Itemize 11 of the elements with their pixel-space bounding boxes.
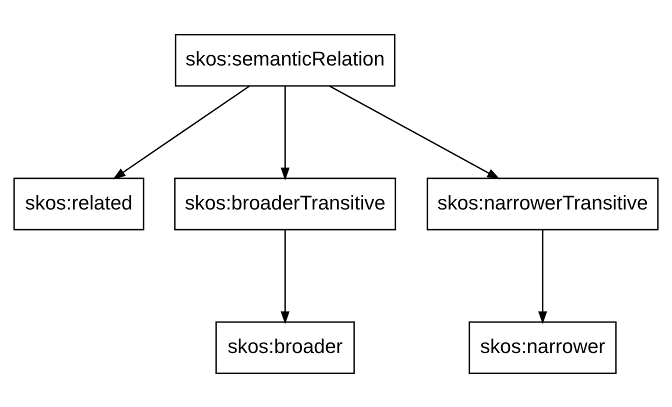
node-box: skos:semanticRelation [174,33,396,86]
node-box: skos:broaderTransitive [174,177,396,230]
arrow [329,84,500,179]
node-box: skos:related [13,177,144,230]
node-box: skos:broader [215,320,355,374]
arrow [280,229,290,324]
node-box: skos:narrowerTransitive [426,177,659,230]
arrow [280,86,290,180]
arrow [538,229,548,324]
node-box: skos:narrower [468,320,617,374]
arrow [112,84,250,179]
